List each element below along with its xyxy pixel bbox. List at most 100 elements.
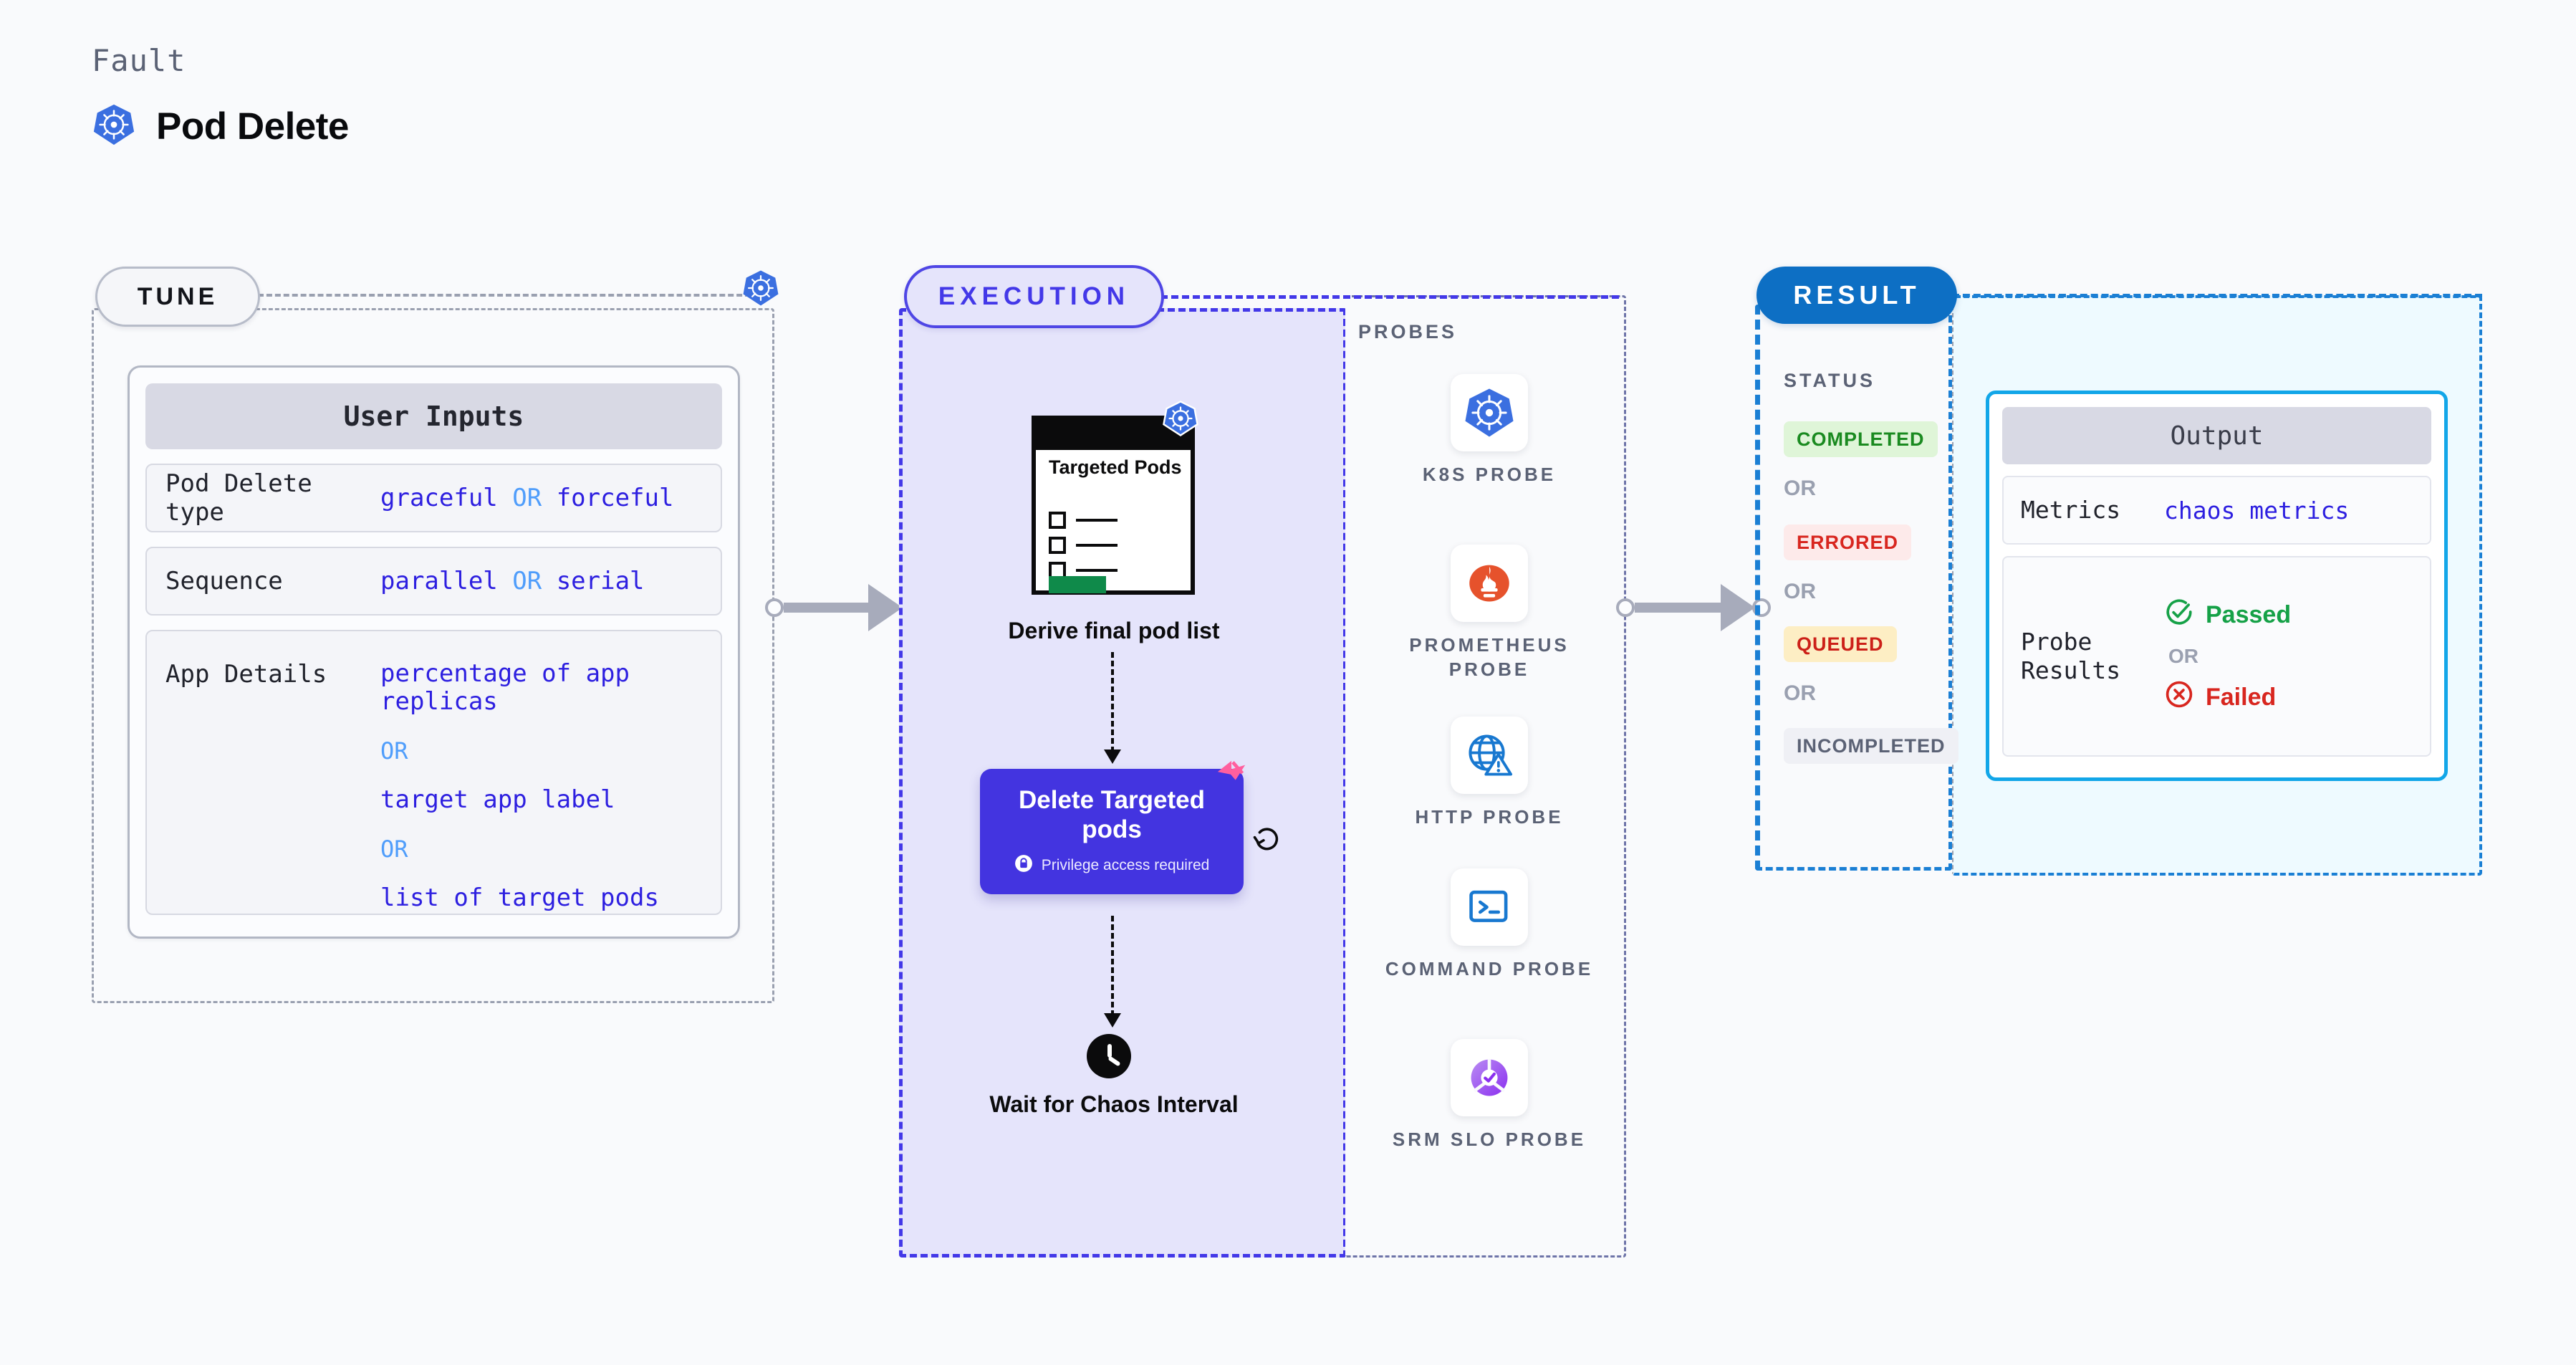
input-row-sequence[interactable]: Sequence parallel OR serial [145,547,722,616]
probe-label: HTTP PROBE [1415,806,1564,828]
list-line [1076,569,1118,572]
probe-item-command[interactable]: COMMAND PROBE [1371,868,1607,982]
output-value: chaos metrics [2164,496,2350,525]
value-option-1: graceful [380,484,498,512]
tune-badge[interactable]: TUNE [95,267,260,327]
probe-item-srm-slo[interactable]: SRM SLO PROBE [1371,1039,1607,1152]
execution-badge[interactable]: EXECUTION [904,265,1164,328]
input-key: App Details [165,660,327,689]
clock-hand-minute [1107,1055,1121,1067]
page-header: Fault Pod Delete [92,43,349,150]
tune-panel [92,308,774,1003]
probe-label: SRM SLO PROBE [1392,1129,1587,1150]
probe-item-prometheus[interactable]: PROMETHEUS PROBE [1371,545,1607,682]
value-option-3: list of target pods [380,883,659,913]
probe-result-passed: Passed [2164,597,2291,633]
probe-label: PROMETHEUS PROBE [1409,634,1570,680]
probe-item-http[interactable]: HTTP PROBE [1371,717,1607,830]
user-inputs-heading: User Inputs [145,383,722,449]
node-note-text: Privilege access required [1041,856,1210,873]
user-inputs-card: User Inputs Pod Delete type graceful OR … [128,365,740,939]
status-separator-2: OR [1784,580,1816,603]
page-title: Pod Delete [156,105,349,148]
connector-end-dot [1752,598,1771,617]
probe-label: K8S PROBE [1422,464,1557,485]
value-separator-1: OR [380,737,408,765]
connector-line [1635,603,1722,613]
kubernetes-icon [1162,400,1199,441]
probe-label: COMMAND PROBE [1385,958,1594,980]
clock-icon [1087,1034,1131,1078]
clock-hand-hour [1107,1044,1112,1058]
check-circle-icon [2164,597,2194,633]
chaos-logo-icon [1215,758,1248,795]
execution-panel-top-dash [1160,295,1619,299]
prometheus-icon [1451,545,1528,622]
status-badge-queued: QUEUED [1784,626,1897,662]
node-note: Privilege access required [1014,854,1210,877]
flow-arrow-head [1104,749,1121,764]
value-option-2: forceful [556,484,674,512]
connector-arrowhead [868,584,903,631]
delete-targeted-pods-node[interactable]: Delete Targeted pods Privilege access re… [980,769,1244,894]
input-key: Pod Delete type [165,469,312,527]
input-value-options: percentage of app replicas OR target app… [380,659,688,913]
document-body: Targeted Pods [1032,416,1195,595]
checkbox-icon [1049,512,1066,529]
status-badge-completed: COMPLETED [1784,421,1938,457]
probe-result-failed-label: Failed [2206,684,2277,711]
globe-warning-icon [1451,717,1528,794]
flow-arrow-line [1111,652,1114,752]
progress-bar [1049,576,1106,593]
refresh-icon[interactable] [1251,823,1282,858]
input-value: graceful OR forceful [380,484,673,512]
wait-interval-caption: Wait for Chaos Interval [989,1091,1239,1117]
fault-title-row: Pod Delete [92,102,349,150]
terminal-icon [1451,868,1528,946]
value-option-2: serial [556,567,645,595]
probe-result-separator: OR [2168,645,2198,667]
list-line [1076,519,1118,522]
flow-arrow-head [1104,1013,1121,1028]
input-value: parallel OR serial [380,567,645,595]
probes-title: PROBES [1358,321,1458,343]
output-key: Metrics [2021,496,2121,525]
document-checklist [1049,512,1118,579]
connector-start-dot [765,598,784,617]
status-separator-1: OR [1784,476,1816,500]
status-title: STATUS [1784,370,1875,391]
input-row-pod-delete-type[interactable]: Pod Delete type graceful OR forceful [145,464,722,532]
result-badge[interactable]: RESULT [1756,267,1957,324]
document-title: Targeted Pods [1049,456,1182,478]
connector-tune-to-execution [765,584,918,631]
probe-result-values: Passed OR Failed [2164,597,2291,716]
tune-panel-top-dash [258,294,759,297]
slo-gauge-icon [1451,1039,1528,1116]
connector-arrowhead [1721,584,1755,631]
connector-line [784,603,870,613]
value-option-1: percentage of app replicas [380,659,630,717]
output-row-probe-results[interactable]: Probe Results Passed OR [2002,556,2431,757]
input-key: Sequence [165,567,283,595]
list-line [1076,544,1118,547]
list-item [1049,537,1118,554]
derive-pod-list-caption: Derive final pod list [1008,618,1220,643]
connector-start-dot [1616,598,1635,617]
lock-icon [1014,854,1033,877]
probe-result-failed: Failed [2164,679,2291,716]
output-key: Probe Results [2021,628,2121,684]
flow-arrow-line [1111,916,1114,1016]
kubernetes-icon [1451,374,1528,451]
node-title: Delete Targeted pods [1019,786,1205,843]
status-separator-3: OR [1784,681,1816,705]
input-row-app-details[interactable]: App Details percentage of app replicas O… [145,630,722,915]
output-row-metrics[interactable]: Metrics chaos metrics [2002,476,2431,545]
output-heading: Output [2002,407,2431,464]
checkbox-icon [1049,537,1066,554]
fault-kicker: Fault [92,43,186,78]
probe-item-k8s[interactable]: K8S PROBE [1371,374,1607,487]
value-separator-2: OR [380,835,408,863]
kubernetes-icon [92,102,136,150]
value-option-1: parallel [380,567,498,595]
value-option-2: target app label [380,785,615,815]
